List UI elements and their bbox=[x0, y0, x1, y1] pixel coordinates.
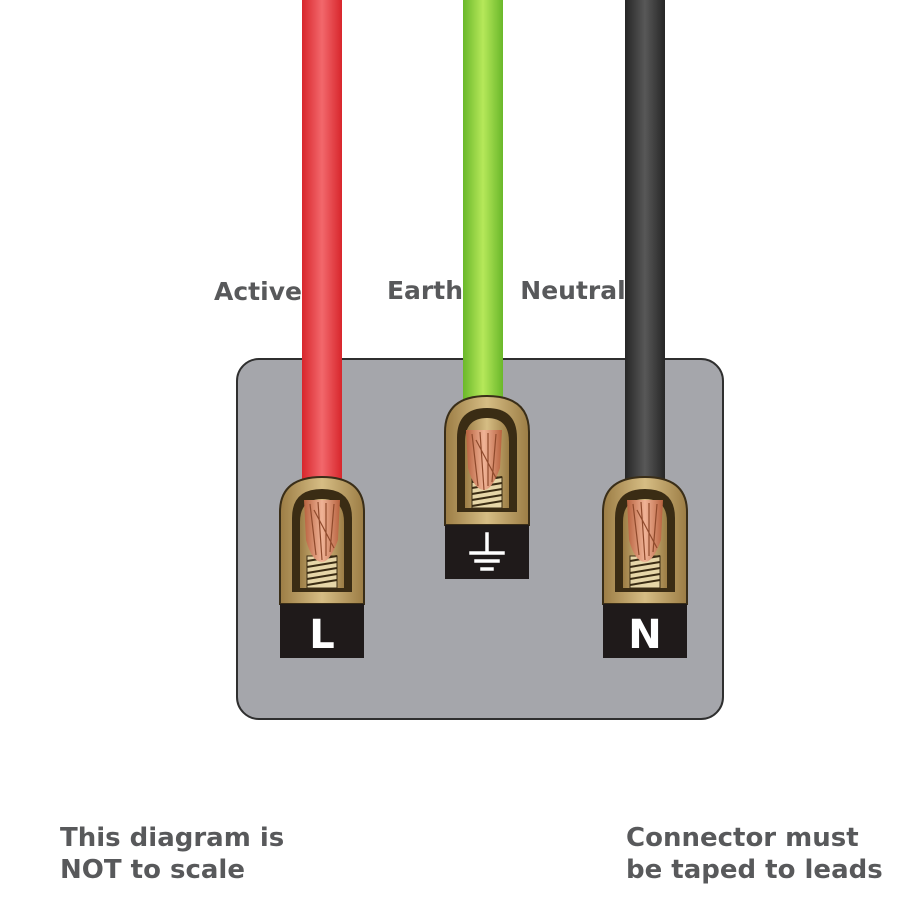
scale-note: This diagram is NOT to scale bbox=[60, 822, 284, 886]
active-label: Active bbox=[214, 277, 302, 306]
neutral-terminal-label: N bbox=[628, 612, 661, 658]
tape-note-line1: Connector must bbox=[626, 823, 859, 853]
active-wire bbox=[302, 0, 342, 500]
earth-ground-icon bbox=[469, 532, 505, 571]
earth-wire bbox=[463, 0, 503, 430]
neutral-label: Neutral bbox=[520, 276, 625, 305]
neutral-wire bbox=[625, 0, 665, 500]
neutral-terminal: N bbox=[602, 475, 688, 658]
live-terminal-label: L bbox=[309, 612, 335, 658]
tape-note: Connector must be taped to leads bbox=[626, 822, 883, 886]
earth-label: Earth bbox=[387, 276, 463, 305]
earth-terminal bbox=[444, 394, 530, 579]
tape-note-line2: be taped to leads bbox=[626, 855, 883, 885]
scale-note-line1: This diagram is bbox=[60, 823, 285, 853]
scale-note-line2: NOT to scale bbox=[60, 855, 245, 885]
live-terminal: L bbox=[279, 475, 365, 658]
